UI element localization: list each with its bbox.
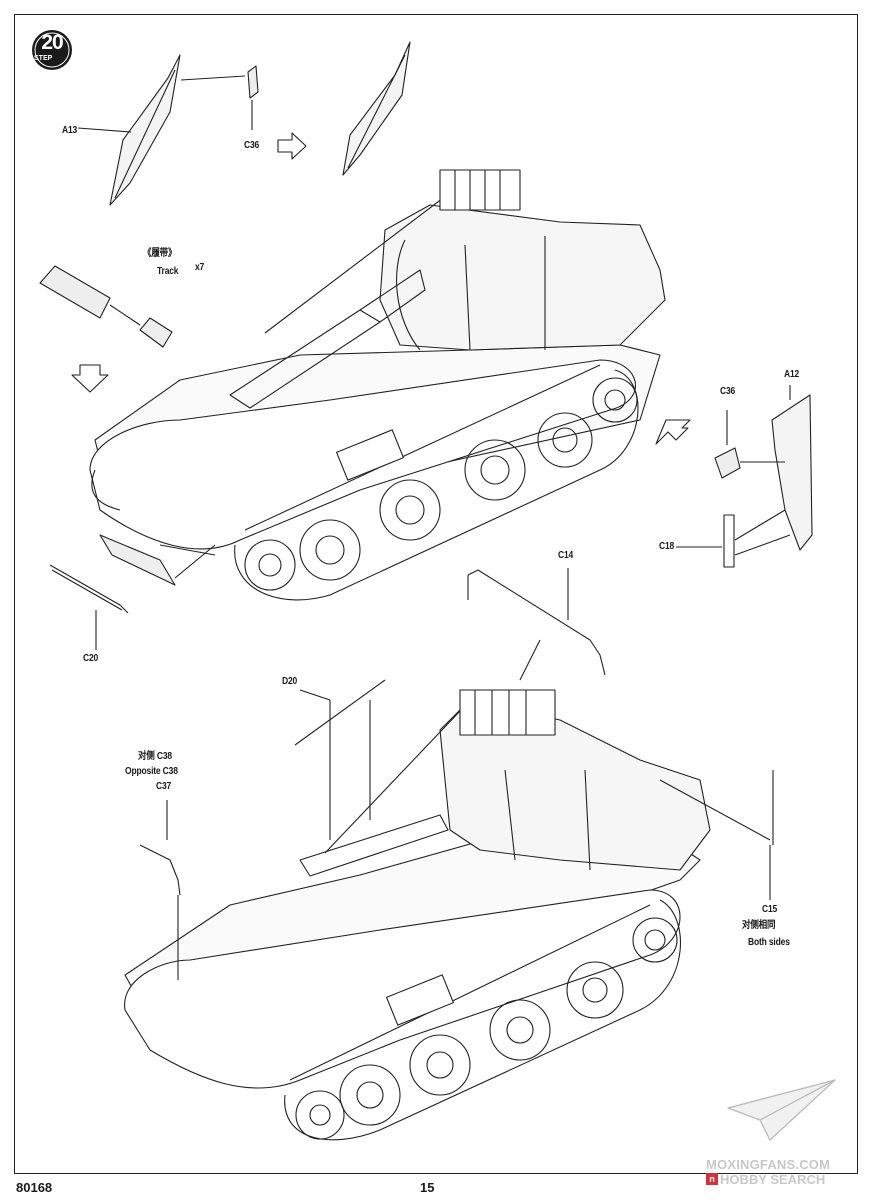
- label-opposite-en: Opposite C38: [125, 766, 178, 777]
- part-a12: [771, 385, 813, 551]
- kit-code: 80168: [16, 1180, 53, 1195]
- label-track-count: x7: [195, 262, 205, 273]
- label-a13: A13: [62, 125, 78, 136]
- part-c36-top: [247, 65, 259, 99]
- label-c20: C20: [83, 653, 99, 664]
- part-track-links: [39, 265, 173, 348]
- label-track-en: Track: [157, 266, 179, 277]
- page-frame: [14, 14, 858, 1174]
- part-a13-installed: [342, 41, 411, 176]
- label-both-sides-cn: 对侧相同: [742, 920, 776, 931]
- label-a12: A12: [784, 369, 800, 380]
- label-c18: C18: [659, 541, 675, 552]
- label-opposite-cn: 对侧 C38: [138, 751, 172, 762]
- label-c36-right: C36: [720, 386, 736, 397]
- watermark-n-badge: n: [706, 1173, 718, 1185]
- part-c14: [467, 568, 606, 681]
- page-number: 15: [420, 1180, 435, 1195]
- part-c36-right: [714, 410, 785, 479]
- part-c18: [676, 509, 791, 568]
- upper-vehicle: [89, 169, 666, 601]
- lower-vehicle: [124, 689, 711, 1141]
- direction-arrow-1: [277, 132, 307, 160]
- watermark-site-name: MOXINGFANS.COM: [706, 1157, 831, 1172]
- watermark-hobby-search: HOBBY SEARCH: [720, 1172, 826, 1187]
- step-badge-circle: [32, 30, 72, 70]
- step-number: 20: [41, 31, 63, 54]
- label-track-cn: 《履带》: [143, 248, 177, 259]
- part-a13-plate: [109, 54, 181, 206]
- label-c15: C15: [762, 904, 778, 915]
- label-c37: C37: [156, 781, 172, 792]
- label-c14: C14: [558, 550, 574, 561]
- step-word: STEP: [34, 55, 53, 62]
- direction-arrow-3: [655, 419, 691, 445]
- part-c15: [659, 770, 774, 900]
- label-both-sides-en: Both sides: [748, 937, 790, 948]
- part-d20: [294, 679, 386, 840]
- label-d20: D20: [282, 676, 298, 687]
- direction-arrow-2: [71, 364, 109, 393]
- part-c20: [49, 534, 216, 650]
- part-c37: [139, 800, 181, 980]
- label-c36-top: C36: [244, 140, 260, 151]
- watermark-logo: [727, 1079, 836, 1141]
